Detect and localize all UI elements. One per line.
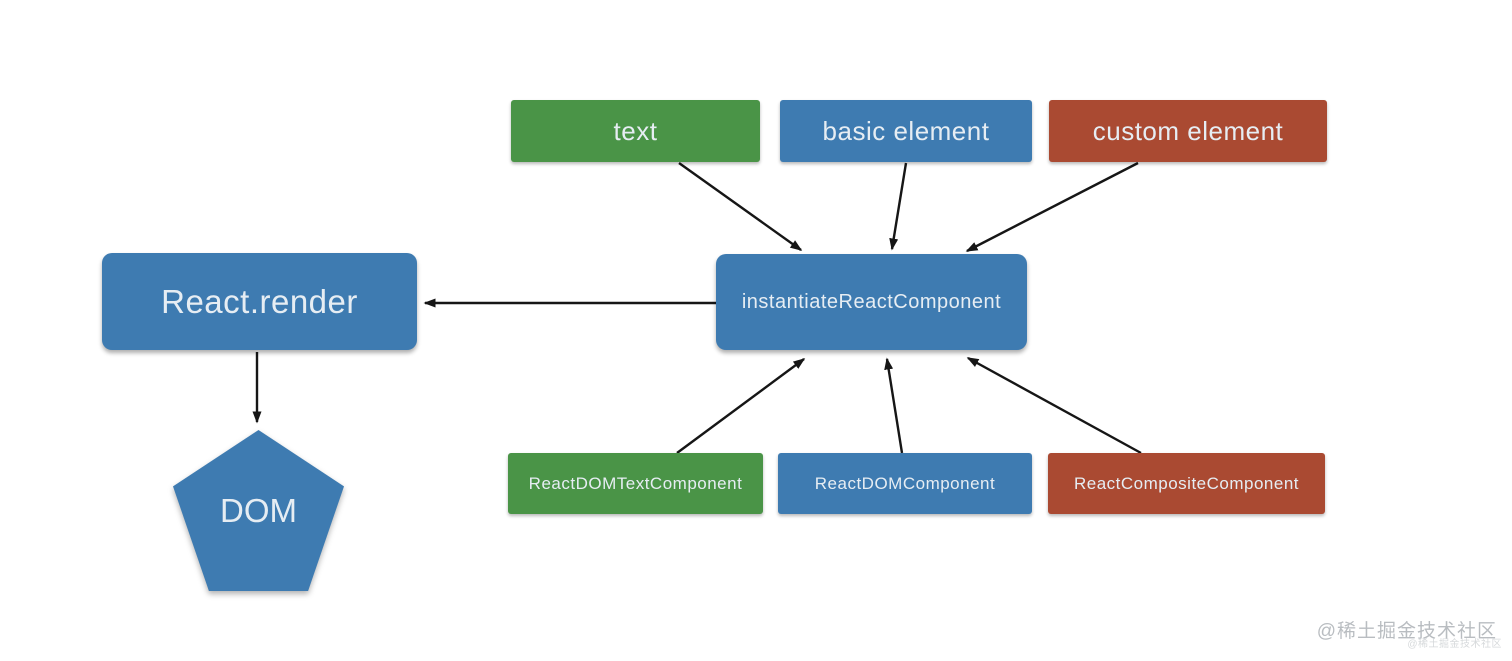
node-react-dom-component-label: ReactDOMComponent xyxy=(814,473,996,493)
node-react-render: React.render xyxy=(102,253,417,350)
node-react-render-label: React.render xyxy=(161,282,358,320)
node-basic-element: basic element xyxy=(780,100,1032,162)
node-custom-element: custom element xyxy=(1049,100,1327,162)
arrow-basic-to-instantiate xyxy=(889,162,908,251)
arrow-domcomp-to-instantiate xyxy=(884,357,904,454)
node-react-composite-component-label: ReactCompositeComponent xyxy=(1073,473,1300,493)
node-react-composite-component: ReactCompositeComponent xyxy=(1048,453,1325,514)
node-instantiate-react-component-label: instantiateReactComponent xyxy=(741,290,1002,313)
arrow-text-to-instantiate xyxy=(678,162,803,251)
node-dom: DOM xyxy=(173,430,344,591)
node-react-dom-component: ReactDOMComponent xyxy=(778,453,1032,514)
node-text: text xyxy=(511,100,760,162)
node-react-dom-text-component: ReactDOMTextComponent xyxy=(508,453,763,514)
arrow-composite-to-instantiate xyxy=(966,356,1142,455)
node-react-dom-text-component-label: ReactDOMTextComponent xyxy=(528,473,743,493)
watermark-shadow-text: @稀土掘金技术社区 xyxy=(1407,639,1502,650)
node-basic-element-label: basic element xyxy=(822,115,990,146)
node-dom-label: DOM xyxy=(220,491,297,529)
arrow-custom-to-instantiate xyxy=(965,161,1139,253)
watermark-text: @稀土掘金技术社区 xyxy=(1316,621,1497,642)
dom-pentagon-shape: DOM xyxy=(173,430,344,591)
node-text-label: text xyxy=(613,115,658,146)
node-instantiate-react-component: instantiateReactComponent xyxy=(716,254,1027,350)
arrow-domtext-to-instantiate xyxy=(676,358,806,454)
node-custom-element-label: custom element xyxy=(1092,115,1284,146)
